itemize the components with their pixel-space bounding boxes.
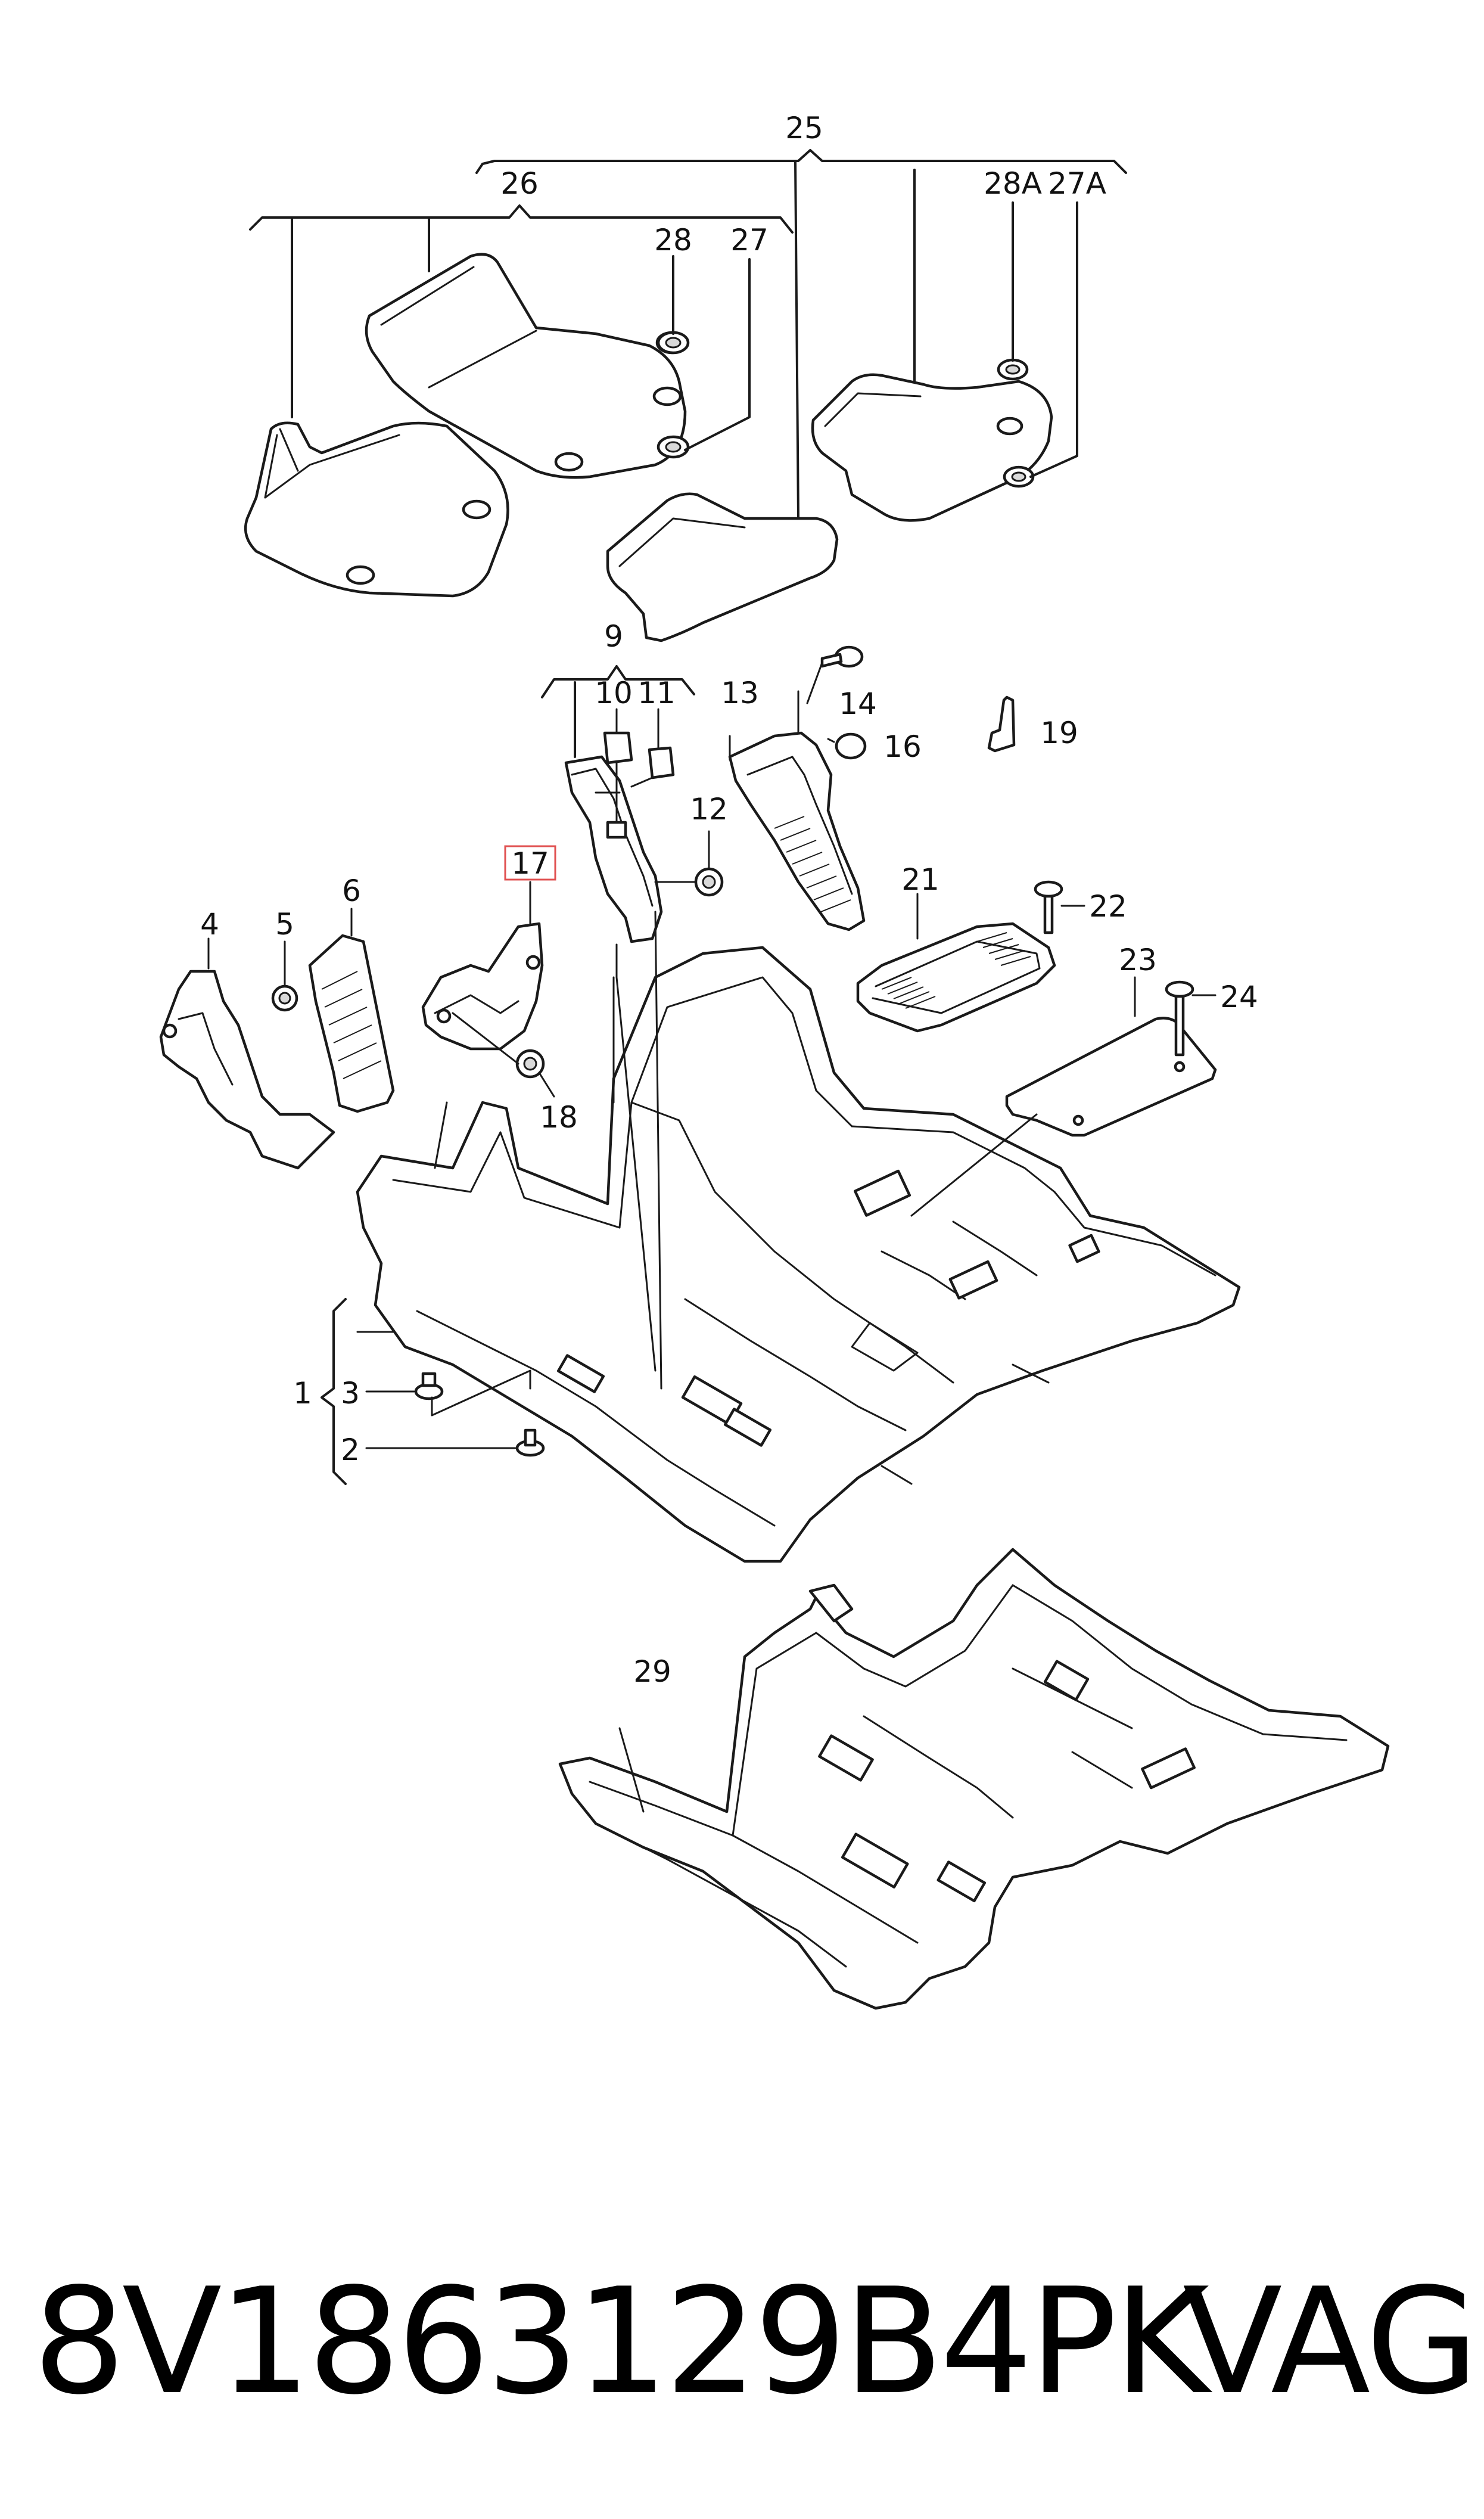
label-12: 12: [690, 792, 728, 827]
clip-10: [603, 708, 633, 824]
clip-28: [657, 331, 690, 355]
label-29: 29: [633, 1654, 671, 1689]
label-28a: 28A: [984, 166, 1042, 201]
label-10: 10: [595, 676, 633, 710]
screw-14: [806, 645, 864, 704]
label-16: 16: [883, 729, 922, 764]
clip-3: [365, 1372, 444, 1400]
hatch-6: [321, 971, 382, 1079]
leader-27a: [1029, 201, 1078, 478]
label-19: 19: [1040, 716, 1078, 750]
plug-16: [827, 732, 867, 760]
label-4: 4: [200, 907, 219, 942]
label-25: 25: [785, 111, 823, 145]
pedal-cover-6: [308, 908, 395, 1113]
trim-13: [728, 690, 866, 931]
label-5: 5: [275, 907, 294, 942]
carpet-alternative-29: [558, 1548, 1390, 2010]
part-number: 8V1863129B4PK: [33, 2257, 1209, 2427]
label-17: 17: [511, 846, 549, 881]
leader-27: [684, 258, 751, 451]
bracket-26: [249, 204, 794, 418]
label-18: 18: [540, 1100, 578, 1135]
label-1: 1: [293, 1376, 312, 1411]
clip-27: [657, 435, 690, 459]
label-9: 9: [604, 619, 623, 654]
clip-19: [987, 695, 1016, 753]
label-22: 22: [1089, 889, 1127, 924]
bracket-25: [475, 149, 1127, 520]
label-14: 14: [839, 687, 877, 721]
clip-11: [630, 708, 675, 788]
leader-23-carpet: [910, 1113, 1038, 1217]
leader-3-carpet: [431, 1369, 531, 1417]
clip-27a: [1003, 465, 1035, 488]
leader-12-carpet: [654, 911, 662, 1390]
label-21: 21: [901, 862, 939, 897]
hatch-21a: [881, 977, 936, 1009]
hatch-21b: [976, 932, 1031, 966]
hatch-13: [774, 816, 851, 912]
leader-9-carpet: [615, 943, 657, 1372]
label-11: 11: [637, 676, 676, 710]
clip-28a: [997, 358, 1029, 381]
nut-5: [271, 940, 298, 1012]
floor-mat-rear-left: [244, 421, 509, 598]
clip-2: [365, 1428, 545, 1457]
carpet-main-1: [356, 946, 1241, 1563]
callout-labels: 25 26 28 27 28A 27A 9 10 11 13 14 16 19 …: [200, 111, 1258, 1689]
highlight-box-17: 17: [504, 845, 556, 881]
floor-mat-rear-middle: [606, 492, 839, 642]
label-13: 13: [721, 676, 759, 710]
bracket-4: [159, 937, 335, 1170]
bracket-1: [321, 1298, 394, 1485]
cover-21: [856, 893, 1056, 1033]
leader-17-carpet: [434, 1101, 448, 1169]
bracket-9: [541, 665, 695, 758]
label-2: 2: [341, 1433, 360, 1467]
nut-12: [654, 830, 724, 897]
label-24: 24: [1220, 980, 1258, 1014]
bracket-17: [421, 881, 544, 1051]
label-23: 23: [1119, 943, 1157, 977]
trim-piece-9: [564, 755, 663, 943]
screw-24: [1165, 980, 1217, 1057]
label-6: 6: [342, 874, 361, 908]
floor-mat-front-right: [811, 373, 1053, 522]
label-26: 26: [500, 166, 539, 201]
brand-name: VAG: [1183, 2257, 1479, 2427]
label-3: 3: [341, 1376, 360, 1411]
footer-caption: 8V1863129B4PK VAG: [33, 2253, 1479, 2431]
label-27: 27: [730, 223, 769, 257]
nut-18: [452, 1012, 555, 1098]
label-27a: 27A: [1048, 166, 1106, 201]
label-28: 28: [654, 223, 692, 257]
screw-22: [1034, 880, 1085, 934]
